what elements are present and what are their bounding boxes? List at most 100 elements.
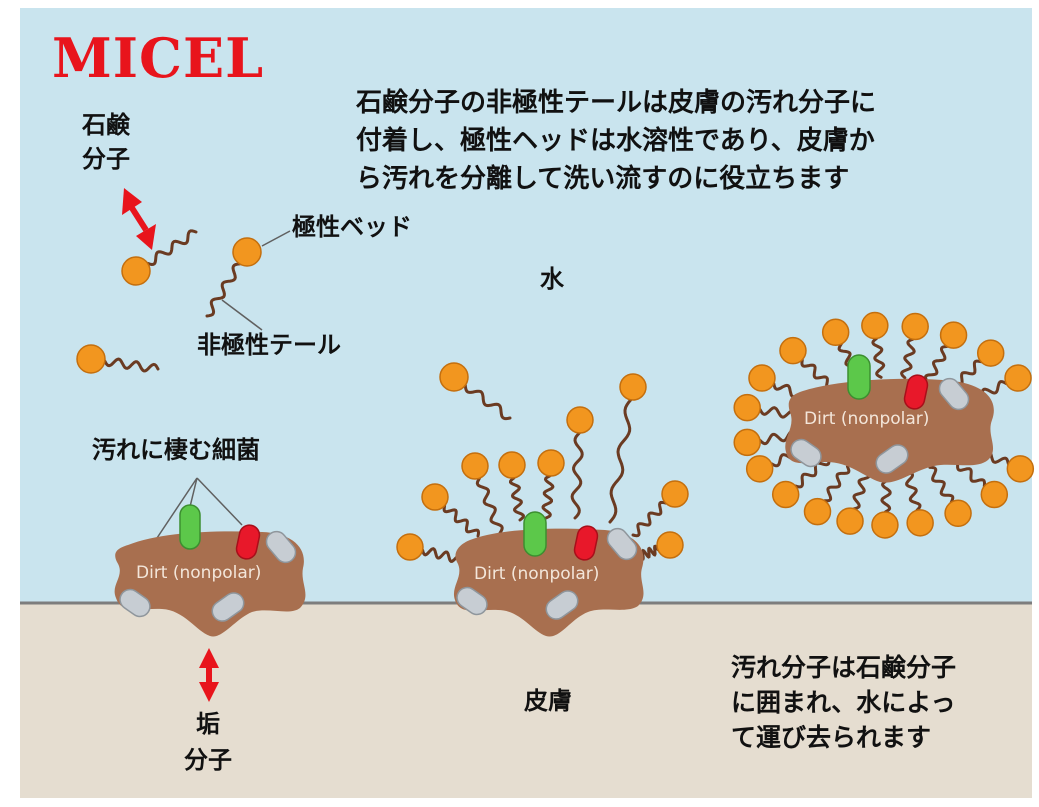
bacterium-grey [545,590,579,620]
dirt-molecule-label-line: 垢 [196,710,220,738]
bacterium-grey [938,377,970,411]
arrow-head [199,682,219,702]
soap-molecule [537,449,565,520]
nonpolar-tail-label: 非極性テール [197,331,341,359]
polar-head [396,533,424,561]
bacterium-grey [119,588,151,618]
dirt-label: Dirt (nonpolar) [474,564,599,584]
bacteria-leader-1 [156,477,198,539]
bacteria-label: 汚れに棲む細菌 [92,436,260,464]
leader-lines [156,230,291,539]
polar-head [733,393,761,422]
polar-head-leader [261,230,291,247]
soap-molecule [803,465,851,526]
dirt-blob-2: Dirt (nonpolar) [453,511,644,637]
soap-molecule [439,362,512,421]
polar-head [836,507,864,535]
water-label: 水 [540,265,564,293]
polar-head [980,480,1009,509]
polar-head [733,428,761,457]
soap-molecule [461,452,504,535]
polar-head [232,237,262,267]
description-text: 石鹸分子の非極性テールは皮膚の汚れ分子に 付着し、極性ヘッドは水溶性であり、皮膚… [356,84,876,198]
nonpolar-tail [823,465,851,503]
dirt-label: Dirt (nonpolar) [804,409,929,429]
bacterium-red [903,374,929,410]
dirt-body-1 [114,531,306,637]
soap-molecule [836,469,871,535]
water-region [20,8,1032,603]
skin-region [20,603,1032,798]
polar-head [461,452,489,480]
soap-molecules [76,229,1035,563]
nonpolar-tail [205,262,242,318]
polar-head [661,480,689,508]
soap-molecule [205,237,262,318]
polar-head [803,497,832,526]
soap-molecule [924,321,968,384]
soap-molecule [905,470,934,537]
dirt-blob-3: Dirt (nonpolar) [785,354,994,483]
soap-molecule [900,312,929,380]
polar-head [901,312,929,341]
polar-head [121,256,151,286]
soap-molecule [76,344,160,374]
description-line: 石鹸分子の非極性テールは皮膚の汚れ分子に [356,88,877,118]
polar-head [1006,455,1035,483]
polar-head [976,339,1005,367]
polar-head [566,406,594,434]
soap-size-arrow [122,188,156,250]
dirt-label: Dirt (nonpolar) [136,563,261,583]
nonpolar-tail [541,474,555,520]
polar-head [656,531,684,559]
soap-molecule-label-line: 石鹸 [82,111,130,139]
nonpolar-tail [900,337,916,380]
description-line: 付着し、極性ヘッドは水溶性であり、皮膚か [356,126,875,156]
result-line: に囲まれ、水によっ [731,688,956,717]
bacterium-green [523,511,547,557]
nonpolar-tail [570,431,584,520]
result-line: て運び去られます [731,723,932,752]
bacterium-green [847,354,871,400]
soap-molecule [631,480,689,538]
bacterium-red [235,524,261,560]
description-line: ら汚れを分離して洗い流すのに役立ちます [356,164,850,194]
polar-head [537,449,565,477]
dirt-size-arrow [199,648,219,702]
nonpolar-tail [463,383,512,421]
dirt-blob-1: Dirt (nonpolar) [114,504,306,637]
arrow-shaft [129,206,149,232]
skin-label: 皮膚 [524,687,572,715]
soap-molecule [121,229,198,286]
nonpolar-tail-leader [221,299,263,331]
polar-head [76,344,106,374]
bacteria-leader-3 [196,477,243,526]
nonpolar-tail [924,344,949,384]
polar-head [939,321,968,349]
nonpolar-tail [442,504,481,538]
soap-molecule [928,465,972,528]
dirt-body-3 [785,378,994,483]
soap-molecule [498,451,526,522]
soap-molecule-label: 石鹸 分子 [82,108,130,176]
soap-molecule-label-line: 分子 [82,145,130,173]
polar-head [619,373,647,401]
polar-head [779,336,807,365]
polar-head [421,483,449,511]
arrow-head [199,648,219,668]
bacterium-grey [211,592,245,622]
soap-molecule [608,373,647,524]
result-text: 汚れ分子は石鹸分子 に囲まれ、水によっ て運び去られます [731,650,956,755]
dirt-molecule-label-line: 分子 [184,746,232,774]
soap-molecule [861,311,889,379]
soap-molecule [396,533,464,563]
soap-molecule [638,531,684,561]
nonpolar-tail [146,229,198,267]
nonpolar-tail [871,337,886,379]
nonpolar-tail [905,470,922,512]
dirt-body-2 [453,528,644,637]
nonpolar-tail [608,398,633,524]
bacterium-grey [265,530,297,564]
